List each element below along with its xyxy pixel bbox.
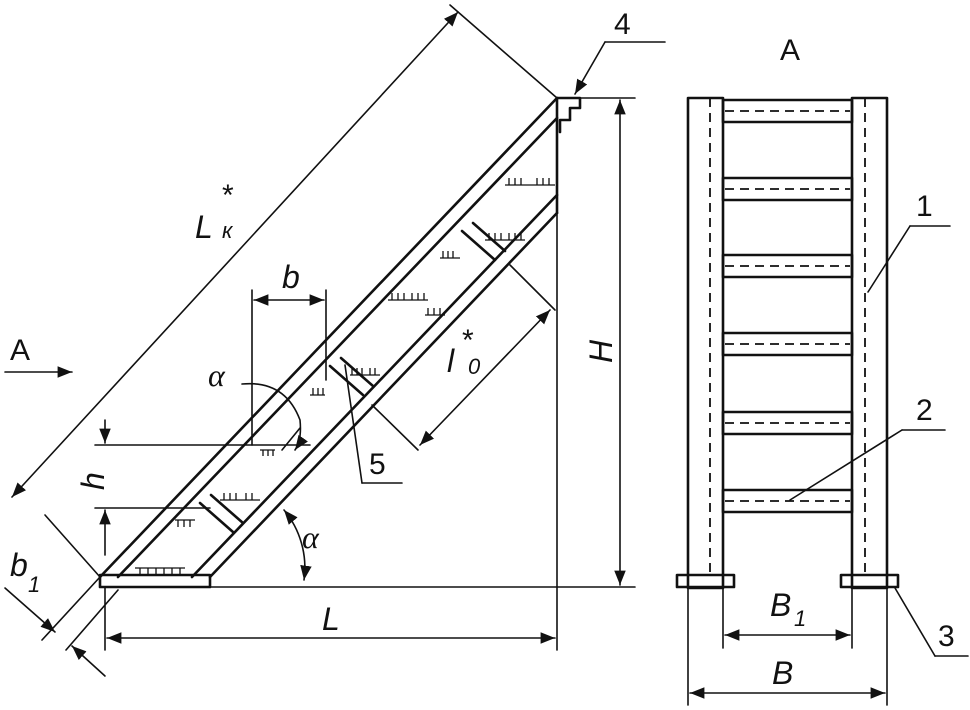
right-stringer: [850, 96, 889, 590]
callout-4-leader: [574, 41, 606, 95]
callout-2-leader: [789, 429, 903, 501]
lower-stringer-outer: [190, 193, 559, 579]
dim-step-width: b: [282, 259, 300, 295]
dim-angle-bottom: α: [302, 519, 320, 555]
ext-line: [44, 514, 101, 578]
callout-3-label: 3: [938, 620, 955, 653]
steps: [721, 98, 854, 514]
dim-height: H: [583, 339, 619, 363]
ext-line: [509, 264, 556, 311]
angle-arc-upper: [241, 382, 308, 451]
callout-5-label: 5: [369, 448, 386, 481]
dim-length: L: [322, 601, 340, 637]
lower-stringer-inner: [208, 211, 559, 579]
base-width-dimension: [4, 587, 56, 633]
dim-stringer-length-star: *: [222, 179, 234, 212]
dim-inner-width: B: [770, 587, 791, 623]
angle-arrow: [281, 427, 301, 451]
view-label: A: [780, 34, 800, 67]
step: [721, 410, 854, 436]
top-bracket: [555, 96, 582, 134]
dim-angle-upper: α: [208, 357, 226, 393]
base-width-dimension: [71, 645, 106, 677]
dim-base-width: b: [10, 547, 28, 583]
dim-step-spacing: l: [447, 343, 455, 379]
upper-stringer-outer: [98, 96, 559, 579]
right-base-plate: [839, 573, 900, 589]
dim-inner-width-sub: 1: [794, 606, 806, 631]
callout-1-label: 1: [916, 190, 933, 223]
ext-line: [449, 4, 558, 99]
ext-line: [41, 576, 101, 641]
dim-outer-width: B: [772, 655, 793, 691]
step-bar: [209, 493, 245, 525]
step: [721, 98, 854, 124]
dim-step-spacing-sub: 0: [468, 354, 481, 379]
callout-2-label: 2: [916, 394, 933, 427]
step-spacing-dimension: [419, 309, 551, 446]
callout-1-leader: [867, 225, 911, 293]
view-arrow-label: A: [10, 334, 30, 367]
step: [721, 331, 854, 357]
left-stringer: [686, 96, 725, 590]
dim-step-height: h: [75, 472, 111, 490]
base-plate: [98, 573, 212, 589]
front-view: A B 1: [675, 34, 969, 706]
callout-4-label: 4: [614, 8, 631, 41]
callout-3-leader: [894, 587, 936, 657]
step: [721, 488, 854, 514]
angle-arc-bottom: [283, 509, 312, 581]
ext-line: [371, 404, 419, 451]
step: [721, 176, 854, 202]
side-view: L к * l 0 * H L b h b: [4, 4, 666, 677]
callout-5-leader: [344, 364, 363, 484]
stringer-length-dimension: [11, 11, 459, 498]
dim-stringer-length: L: [195, 209, 213, 245]
left-base-plate: [675, 573, 736, 589]
step: [721, 253, 854, 279]
dim-step-spacing-star: *: [462, 324, 474, 357]
dim-stringer-length-sub: к: [222, 218, 234, 243]
step-bar: [460, 229, 497, 262]
dim-base-width-sub: 1: [28, 572, 40, 597]
ext-line: [65, 589, 119, 651]
